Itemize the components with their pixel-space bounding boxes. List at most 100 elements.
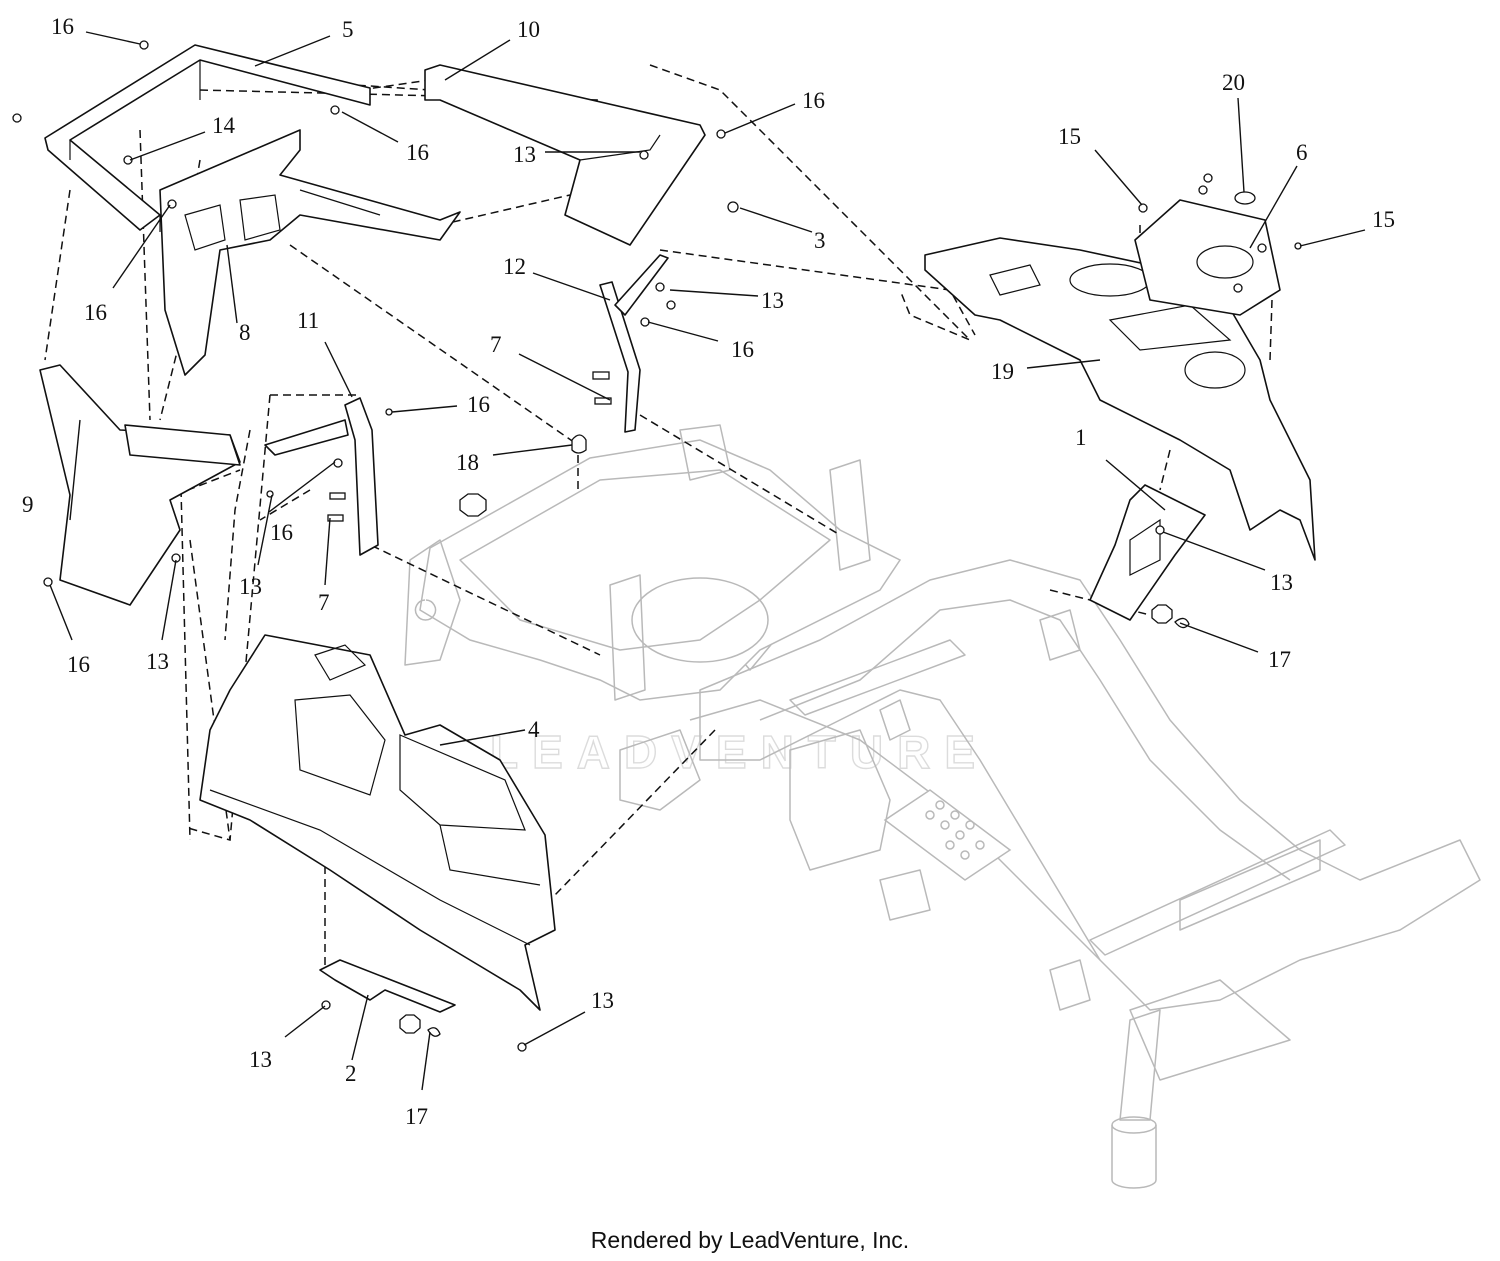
frame-center-opening — [631, 577, 769, 663]
callout-13: 13 — [591, 988, 614, 1013]
frame-center-post — [609, 574, 646, 701]
nut-icon — [1151, 604, 1173, 624]
frame-inner-rail — [759, 599, 1291, 881]
screw-icon — [1257, 243, 1267, 253]
part-5-bracket — [44, 44, 371, 232]
bolt-icon — [327, 514, 344, 522]
bolt-icon — [329, 492, 346, 500]
frame-left-bracket — [404, 539, 461, 666]
nut-icon — [459, 493, 487, 517]
nut-icon — [666, 300, 676, 310]
callout-16: 16 — [84, 300, 107, 325]
screw-icon — [1233, 283, 1243, 293]
frame-caster-top — [1111, 1116, 1157, 1134]
screw-icon — [1203, 173, 1213, 183]
callout-7: 7 — [490, 332, 502, 357]
frame-left-tab — [879, 869, 1091, 1011]
callout-8: 8 — [239, 320, 251, 345]
callout-6: 6 — [1296, 140, 1308, 165]
screw-icon — [640, 317, 650, 327]
screw-icon — [1138, 203, 1148, 213]
screw-icon — [639, 150, 649, 160]
part-9-panel — [39, 364, 241, 606]
callout-13: 13 — [249, 1047, 272, 1072]
hardware — [12, 40, 1302, 1052]
frame-left-rail — [699, 559, 1481, 1011]
screw-icon — [1198, 185, 1208, 195]
callout-3: 3 — [814, 228, 826, 253]
frame-caster-mount — [1119, 1009, 1161, 1121]
frame-upright-right — [829, 459, 871, 571]
callout-16: 16 — [406, 140, 429, 165]
callout-10: 10 — [517, 17, 540, 42]
screw-icon — [716, 129, 726, 139]
frame-front-end — [1129, 979, 1291, 1081]
part-6-plate — [1134, 191, 1281, 316]
callout-16: 16 — [67, 652, 90, 677]
bolt-icon — [594, 397, 612, 405]
frame-upper-plate — [419, 439, 902, 701]
callout-15: 15 — [1058, 124, 1081, 149]
screw-icon — [333, 458, 343, 468]
mower-frame — [404, 424, 1481, 1189]
screw-icon — [655, 282, 665, 292]
callout-13: 13 — [761, 288, 784, 313]
screw-icon — [385, 408, 393, 416]
bolt-icon — [592, 371, 610, 380]
callout-16: 16 — [270, 520, 293, 545]
part-4-console — [199, 634, 556, 1011]
callout-17: 17 — [405, 1104, 428, 1129]
screw-icon — [43, 577, 53, 587]
leader-lines — [49, 31, 1366, 1091]
watermark: LEADVENTURE — [489, 499, 989, 779]
frame-front-bracket — [619, 729, 701, 811]
screw-icon — [12, 113, 22, 123]
watermark-text: LEADVENTURE — [490, 726, 989, 778]
clip-icon — [571, 434, 587, 454]
callout-18: 18 — [456, 450, 479, 475]
callout-7: 7 — [318, 590, 330, 615]
part-2-bracket — [319, 959, 456, 1013]
frame-crossmember-1 — [789, 639, 966, 716]
callout-9: 9 — [22, 492, 34, 517]
callout-13: 13 — [1270, 570, 1293, 595]
frame-right-bracket — [879, 609, 1081, 741]
frame-foot-plate — [883, 789, 1012, 881]
screw-icon — [1155, 525, 1165, 535]
callout-19: 19 — [991, 359, 1014, 384]
callout-16: 16 — [731, 337, 754, 362]
part-1-bracket — [1089, 484, 1206, 621]
callout-13: 13 — [146, 649, 169, 674]
callout-20: 20 — [1222, 70, 1245, 95]
part-11-upright — [264, 397, 379, 556]
callout-5: 5 — [342, 17, 354, 42]
part-12-upright — [599, 254, 669, 433]
frame-side-plate — [789, 729, 891, 871]
callout-14: 14 — [212, 113, 236, 138]
callout-15: 15 — [1372, 207, 1395, 232]
frame-crossmember-2 — [1089, 829, 1346, 956]
callout-labels: 16 5 10 16 20 14 16 15 6 13 15 3 16 12 1… — [22, 14, 1395, 1129]
nut-icon — [399, 1014, 421, 1034]
callout-16: 16 — [467, 392, 490, 417]
frame-caster-post — [1111, 1125, 1157, 1189]
callout-1: 1 — [1075, 425, 1087, 450]
screw-icon — [727, 201, 739, 213]
screw-icon — [139, 40, 149, 50]
frame-hinge-block — [679, 424, 731, 481]
callout-13: 13 — [239, 574, 262, 599]
callout-4: 4 — [528, 717, 540, 742]
callout-16: 16 — [802, 88, 825, 113]
callout-12: 12 — [503, 254, 526, 279]
frame-crossmember-3 — [1179, 839, 1321, 931]
screw-icon — [330, 105, 340, 115]
callout-11: 11 — [297, 308, 319, 333]
callout-13: 13 — [513, 142, 536, 167]
part-10-bracket — [424, 64, 706, 246]
clip-icon — [427, 1027, 441, 1037]
callout-17: 17 — [1268, 647, 1291, 672]
footer-credit: Rendered by LeadVenture, Inc. — [590, 1227, 910, 1253]
callout-16: 16 — [51, 14, 74, 39]
